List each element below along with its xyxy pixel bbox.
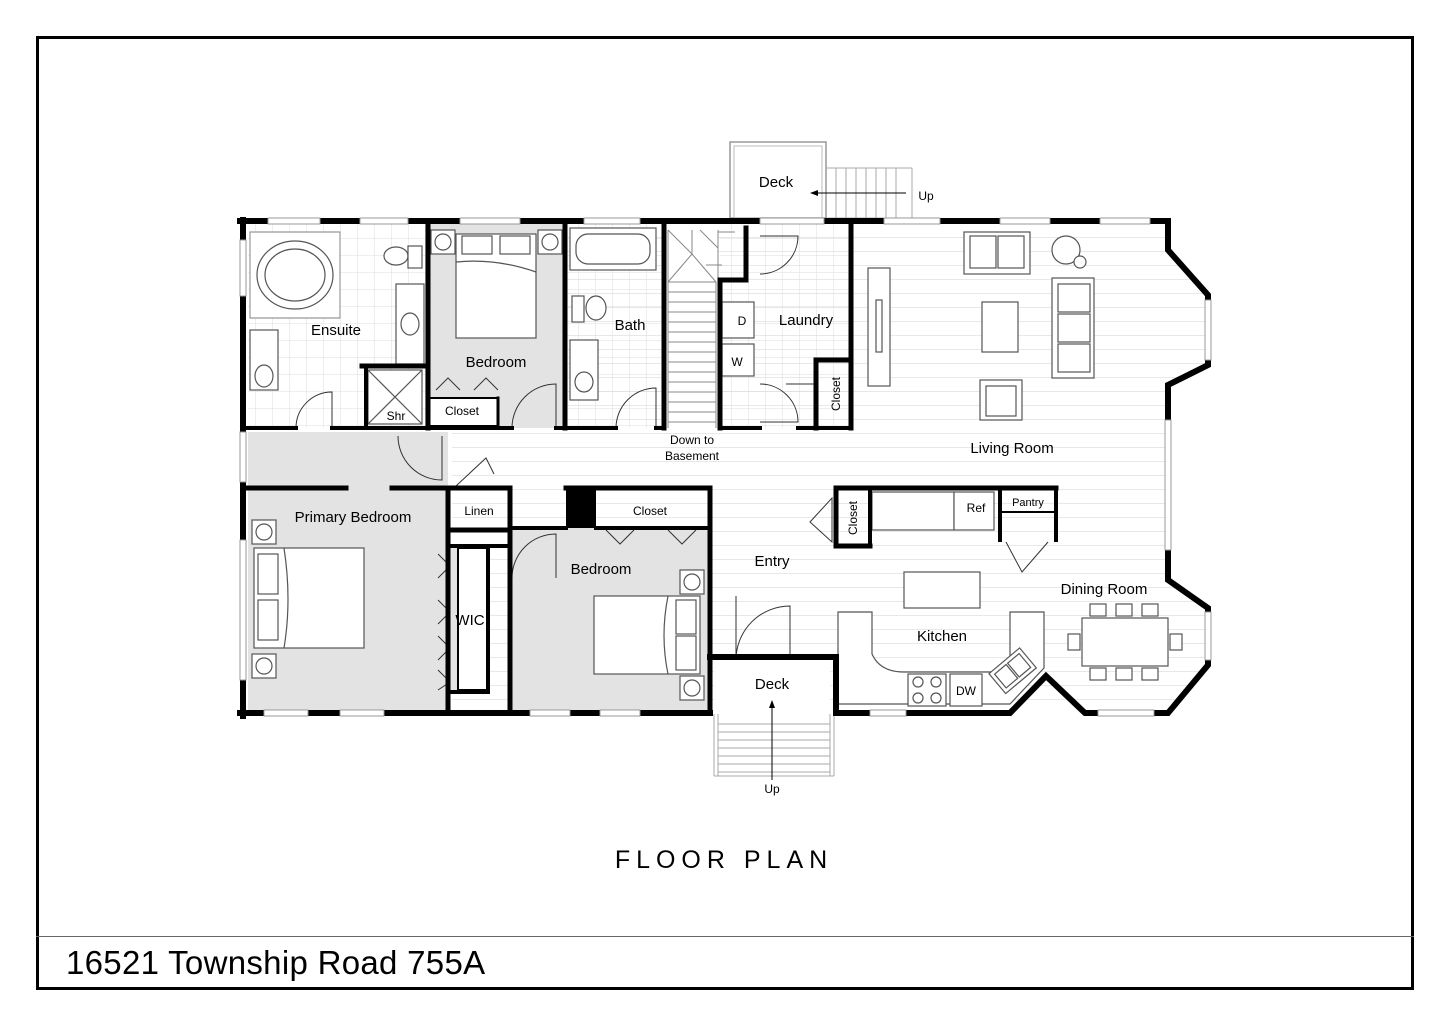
wic-shelving	[457, 547, 489, 691]
plant-icon	[1051, 235, 1081, 265]
label-up-top: Up	[918, 189, 934, 203]
deck-bottom	[713, 660, 835, 780]
label-ensuite: Ensuite	[311, 322, 361, 339]
toilet-icon	[383, 246, 409, 266]
basement-stairs	[667, 229, 735, 428]
label-entry: Entry	[754, 553, 790, 570]
label-closet-laundry: Closet	[829, 376, 843, 411]
label-shower: Shr	[387, 409, 406, 423]
deck-top	[729, 141, 913, 219]
kitchen-counter	[837, 611, 1045, 705]
label-closet-kitchen: Closet	[846, 500, 860, 535]
property-address: 16521 Township Road 755A	[66, 944, 486, 981]
footer-divider	[36, 936, 1414, 937]
sink-icon	[574, 371, 594, 393]
label-down-basement-2: Basement	[665, 449, 720, 463]
refrigerator-icon	[953, 491, 995, 531]
label-linen: Linen	[464, 504, 493, 518]
room-labels: Ensuite Shr Bedroom Closet Bath Laundry …	[295, 174, 1148, 796]
label-down-basement-1: Down to	[670, 433, 714, 447]
sink-icon	[400, 312, 420, 336]
lamp-icon	[434, 233, 452, 251]
dishwasher-icon	[949, 673, 983, 707]
label-pantry: Pantry	[1012, 497, 1044, 509]
label-kitchen: Kitchen	[917, 628, 967, 645]
label-living-room: Living Room	[970, 440, 1053, 457]
kitchen-island	[903, 571, 981, 609]
label-up-bottom: Up	[764, 782, 780, 796]
label-laundry: Laundry	[779, 312, 834, 329]
drawing-border	[36, 36, 1414, 990]
label-washer: W	[731, 355, 743, 369]
label-bedroom-mid: Bedroom	[571, 561, 632, 578]
lamp-icon	[255, 523, 273, 541]
label-wic: WIC	[455, 612, 484, 629]
label-dishwasher: DW	[956, 684, 977, 698]
coffee-table-icon	[981, 301, 1019, 353]
label-closet-top: Closet	[445, 404, 480, 418]
label-primary-bedroom: Primary Bedroom	[295, 509, 412, 526]
label-closet-mid: Closet	[633, 504, 668, 518]
dryer-icon	[721, 301, 755, 339]
fixtures	[249, 227, 1183, 707]
lamp-icon	[683, 573, 701, 591]
walls	[237, 217, 1211, 719]
label-dining-room: Dining Room	[1061, 581, 1148, 598]
label-bedroom-top: Bedroom	[466, 354, 527, 371]
label-deck-top: Deck	[759, 174, 794, 191]
plan-title: FLOOR PLAN	[614, 846, 834, 874]
dining-table-icon	[1081, 617, 1169, 667]
label-bath: Bath	[615, 317, 646, 334]
windows	[239, 217, 1212, 717]
label-ref: Ref	[967, 501, 986, 515]
toilet-icon	[585, 295, 607, 321]
label-dryer: D	[738, 314, 747, 328]
label-deck-bottom: Deck	[755, 676, 790, 693]
